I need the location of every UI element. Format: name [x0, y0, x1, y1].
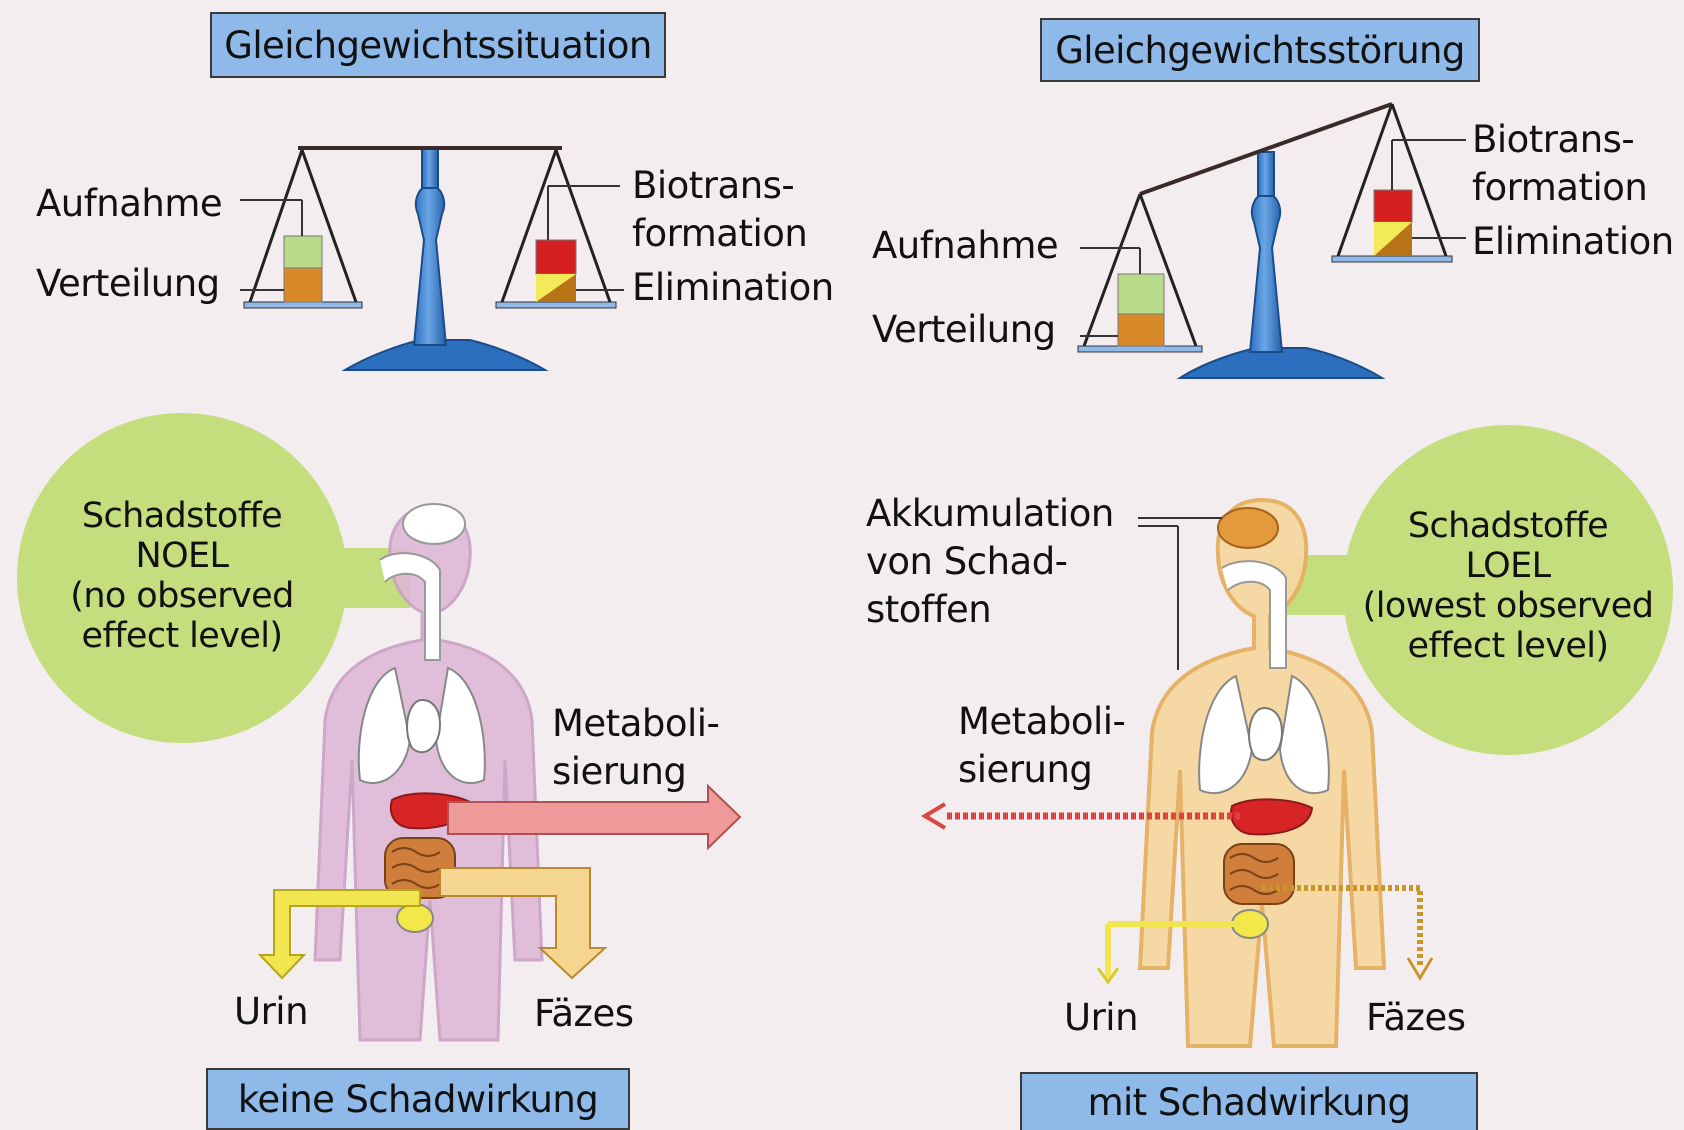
left-footer-box: keine Schadwirkung: [206, 1068, 630, 1130]
left-title: Gleichgewichtssituation: [224, 24, 651, 67]
left-urin-label: Urin: [234, 988, 308, 1036]
noel-line-1: Schadstoffe: [52, 496, 312, 536]
right-footer: mit Schadwirkung: [1088, 1081, 1411, 1124]
right-faezes-label: Fäzes: [1366, 994, 1466, 1042]
accumulation-line-1: Akkumulation: [866, 490, 1114, 538]
left-label-biotrans: Biotrans-: [632, 162, 794, 210]
left-label-formation: formation: [632, 210, 807, 258]
right-title-box: Gleichgewichtsstörung: [1040, 18, 1480, 82]
left-label-elimination: Elimination: [632, 264, 834, 312]
right-label-formation: formation: [1472, 164, 1647, 212]
right-label-aufnahme: Aufnahme: [872, 222, 1058, 270]
noel-line-4: effect level): [52, 616, 312, 656]
right-label-biotrans: Biotrans-: [1472, 116, 1634, 164]
loel-line-2: LOEL: [1358, 546, 1658, 586]
right-metab-line-1: Metaboli-: [958, 698, 1125, 746]
left-title-box: Gleichgewichtssituation: [210, 12, 666, 78]
left-label-aufnahme: Aufnahme: [36, 180, 222, 228]
right-footer-box: mit Schadwirkung: [1020, 1072, 1478, 1130]
noel-line-3: (no observed: [52, 576, 312, 616]
loel-line-4: effect level): [1358, 626, 1658, 666]
noel-line-2: NOEL: [52, 536, 312, 576]
accumulation-line-3: stoffen: [866, 586, 991, 634]
loel-circle-text: Schadstoffe LOEL (lowest observed effect…: [1358, 506, 1658, 666]
accumulation-line-2: von Schad-: [866, 538, 1068, 586]
right-label-elimination: Elimination: [1472, 218, 1674, 266]
right-metab-line-2: sierung: [958, 746, 1092, 794]
left-faezes-label: Fäzes: [534, 990, 634, 1038]
left-label-verteilung: Verteilung: [36, 260, 220, 308]
loel-line-1: Schadstoffe: [1358, 506, 1658, 546]
loel-line-3: (lowest observed: [1358, 586, 1658, 626]
right-urin-label: Urin: [1064, 994, 1138, 1042]
left-balance-scale: [240, 148, 624, 370]
noel-circle-text: Schadstoffe NOEL (no observed effect lev…: [52, 496, 312, 656]
accumulation-pointer: [1138, 518, 1222, 670]
left-metab-line-1: Metaboli-: [552, 700, 719, 748]
right-title: Gleichgewichtsstörung: [1055, 29, 1465, 72]
right-balance-scale: [1078, 104, 1466, 378]
right-label-verteilung: Verteilung: [872, 306, 1056, 354]
left-footer: keine Schadwirkung: [238, 1078, 598, 1121]
left-metab-line-2: sierung: [552, 748, 686, 796]
